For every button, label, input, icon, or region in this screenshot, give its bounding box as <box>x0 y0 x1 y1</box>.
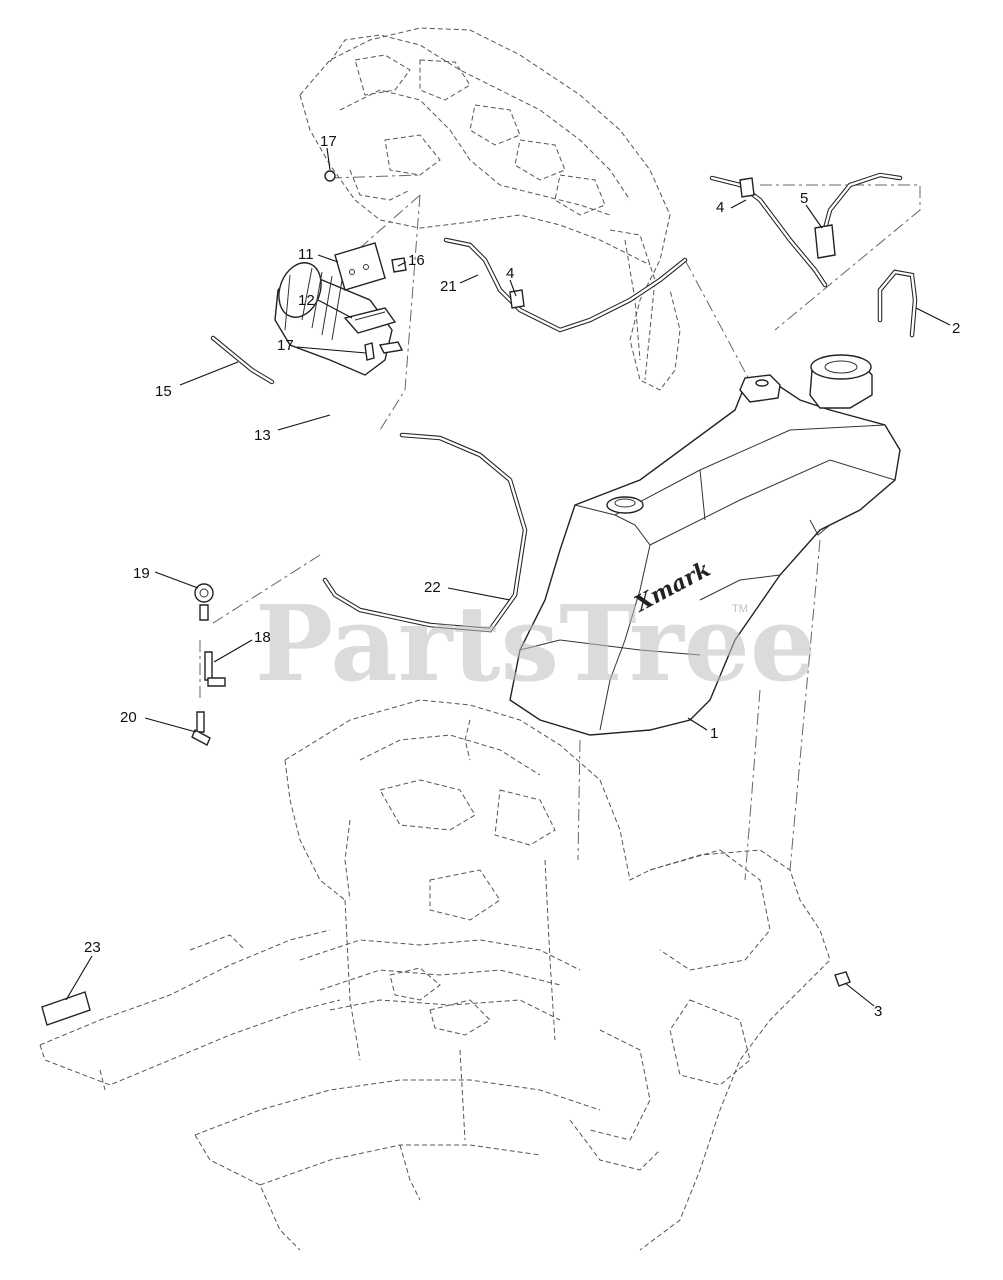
callout-4-upper: 4 <box>716 199 724 216</box>
watermark: PartsTree <box>255 582 816 705</box>
clamp-4-upper <box>739 177 755 198</box>
nut-3 <box>834 971 851 987</box>
callout-16: 16 <box>408 252 425 269</box>
callout-17-lower: 17 <box>277 337 294 354</box>
watermark-tm: TM <box>732 603 748 615</box>
callout-23: 23 <box>84 939 101 956</box>
assembly-lines <box>199 174 921 881</box>
callout-19: 19 <box>133 565 150 582</box>
leader-lines <box>65 147 951 1007</box>
charcoal-canister <box>274 262 404 376</box>
decal-23 <box>41 991 91 1026</box>
callout-3: 3 <box>874 1003 882 1020</box>
vent-loop-2 <box>877 269 918 338</box>
fuel-tank <box>509 354 901 736</box>
tee-fitting-5 <box>814 224 836 259</box>
callout-20: 20 <box>120 709 137 726</box>
callout-2: 2 <box>952 320 960 337</box>
callout-15: 15 <box>155 383 172 400</box>
callout-22: 22 <box>424 579 441 596</box>
canister-bracket <box>324 170 407 361</box>
callout-13: 13 <box>254 427 271 444</box>
callout-4-lower: 4 <box>506 265 514 282</box>
clamp-4-lower <box>509 289 525 309</box>
lower-chassis <box>39 699 831 1251</box>
callout-21: 21 <box>440 278 457 295</box>
callout-5: 5 <box>800 190 808 207</box>
callout-18: 18 <box>254 629 271 646</box>
fittings-18-19-20 <box>191 583 226 746</box>
callout-12: 12 <box>298 292 315 309</box>
callout-17-top: 17 <box>320 133 337 150</box>
callout-11: 11 <box>298 246 314 263</box>
callout-1: 1 <box>710 725 718 742</box>
hose-21 <box>443 237 688 333</box>
upper-frame <box>299 27 681 391</box>
